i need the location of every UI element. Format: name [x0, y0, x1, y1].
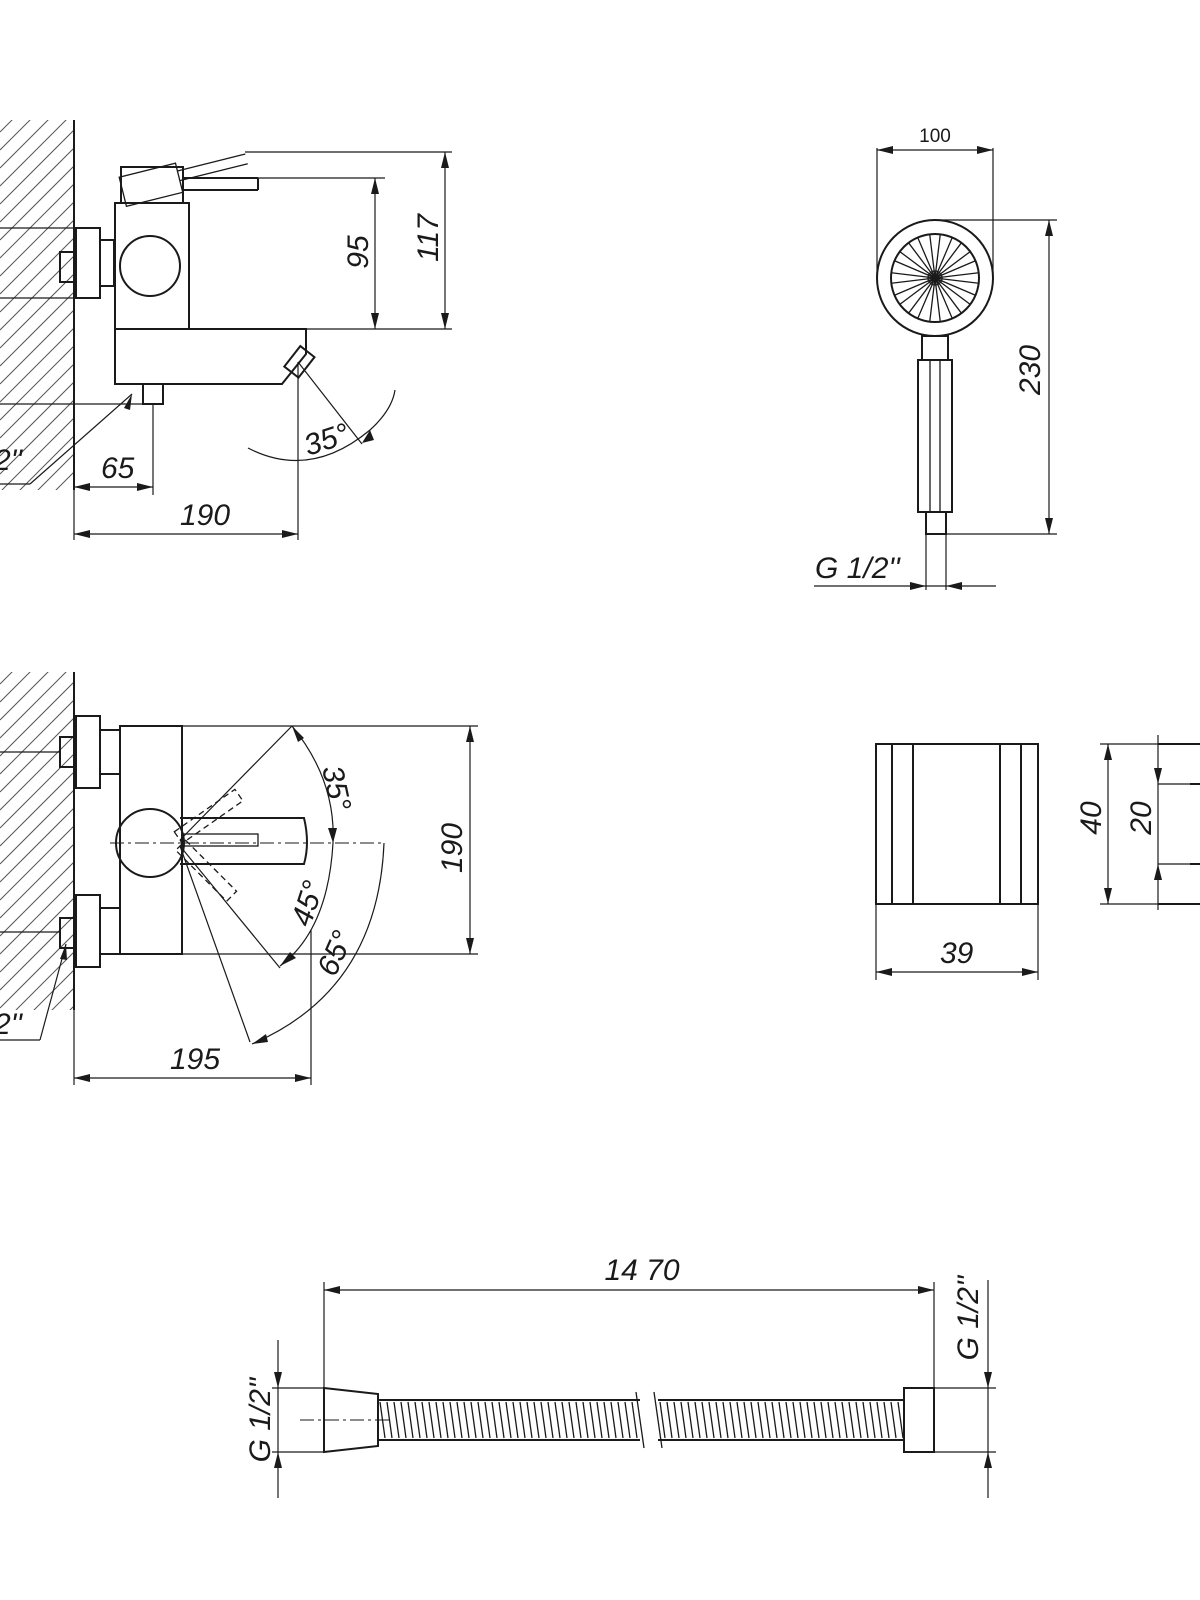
dim-100: 100	[919, 126, 951, 147]
dim-230: 230	[1014, 345, 1047, 396]
wall-hatching-2	[0, 672, 74, 1010]
dim-65: 65	[101, 452, 135, 485]
thread-label-hose-right: G 1/2''	[952, 1274, 985, 1360]
dim-190-width: 190	[436, 823, 469, 873]
dim-20: 20	[1125, 801, 1158, 836]
dim-40: 40	[1075, 801, 1108, 835]
dim-190-depth: 190	[180, 499, 230, 532]
mixer-side-view: 95 117 35° 65 190 2''	[0, 120, 452, 540]
angle-45-top: 45°	[285, 877, 330, 930]
mixer-handle-circle	[119, 235, 181, 297]
dim-39: 39	[940, 937, 974, 970]
wall-holder-view: 39 40 20	[875, 735, 1200, 980]
thread-label-hose-left: G 1/2''	[244, 1376, 277, 1462]
hand-shower-view: 100 230 G 1/2''	[814, 126, 1057, 590]
angle-65-top: 65°	[311, 926, 360, 981]
dim-1470: 14 70	[604, 1254, 679, 1287]
angle-35: 35°	[300, 417, 353, 462]
dim-117: 117	[412, 213, 445, 262]
thread-label-shower: G 1/2''	[815, 552, 901, 585]
thread-label-side: 2''	[0, 444, 23, 477]
dim-195: 195	[170, 1043, 220, 1076]
thread-label-top: 2''	[0, 1008, 23, 1041]
dim-95: 95	[342, 235, 375, 269]
hose-view: 14 70 G 1/2'' G 1/2''	[244, 1254, 996, 1498]
mixer-top-view: 190 35° 45° 65° 195 2''	[0, 672, 478, 1085]
angle-35-top: 35°	[315, 763, 357, 814]
wall-hatching	[0, 120, 74, 490]
